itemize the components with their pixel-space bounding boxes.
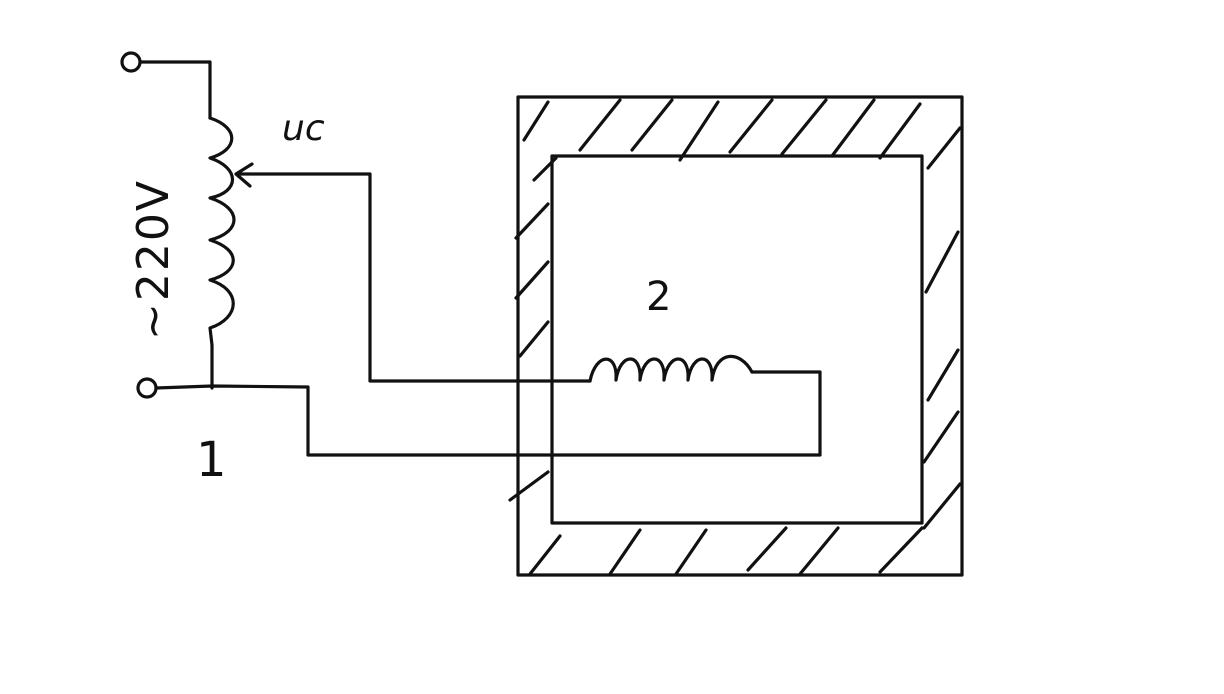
label-1: 1 — [196, 432, 227, 488]
wiper-arrow — [234, 162, 592, 383]
label-2: 2 — [646, 274, 671, 320]
furnace-inner-cavity — [550, 154, 924, 525]
voltage-label: ~220V — [128, 179, 179, 340]
bottom-terminal — [136, 377, 158, 399]
heater-coil — [588, 354, 754, 383]
top-terminal — [120, 51, 142, 73]
wall-hatching — [508, 98, 962, 576]
bottom-common-wire — [154, 370, 822, 457]
furnace-outer-wall — [516, 95, 964, 577]
autotransformer-coil — [208, 116, 236, 347]
top-supply-wire — [138, 60, 212, 120]
control-voltage-label: uc — [282, 108, 325, 149]
